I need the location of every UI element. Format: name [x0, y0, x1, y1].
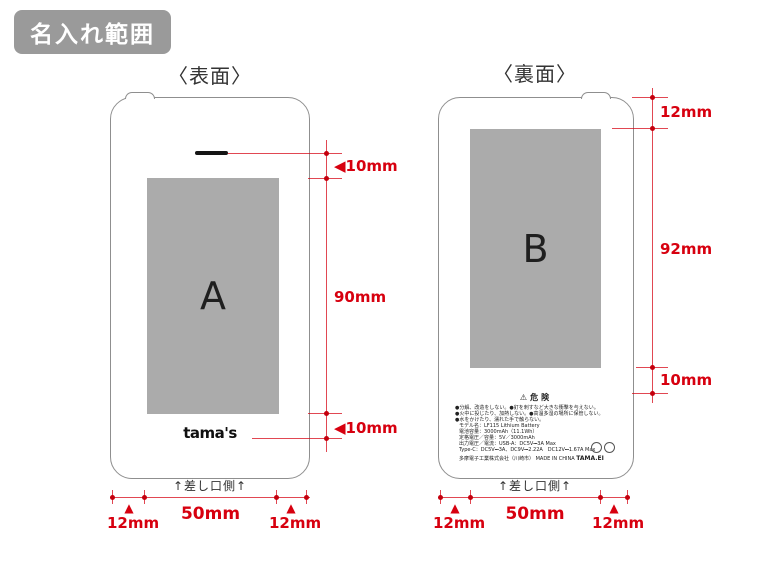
power-button-bump — [581, 92, 611, 99]
dim-dot — [625, 495, 630, 500]
page-title-badge: 名入れ範囲 — [14, 10, 171, 54]
dim-dot — [274, 495, 279, 500]
danger-heading: ⚠危険 — [519, 393, 553, 402]
back-socket-side-note: ↑差し口側↑ — [497, 479, 573, 493]
front-view-title: 〈表面〉 — [168, 64, 252, 88]
back-margin-right-label: 12mm — [592, 514, 645, 532]
front-margin-right-label: 12mm — [269, 514, 322, 532]
dim-dot — [110, 495, 115, 500]
back-vertical-dim-line — [652, 88, 653, 403]
up-triangle-icon: ▲ — [450, 501, 460, 515]
spec-line: 出力電圧／電流：USB-A：DC5V⎓3A Max — [459, 441, 556, 447]
dim-dot — [142, 495, 147, 500]
caution-line: ●水をかけたり、濡れた手で触らない。 — [455, 417, 545, 423]
back-width-label: 50mm — [505, 504, 565, 524]
back-device-outline: B ⚠危険 ●分解、改造をしない。●釘を刺すなど大きな衝撃を与えない。 ●火中に… — [438, 92, 634, 479]
back-bottom-dim-line — [438, 497, 630, 498]
certification-marks — [591, 442, 615, 453]
up-triangle-icon: ▲ — [609, 501, 619, 515]
front-dim-height-label: 90mm — [334, 288, 387, 306]
dim-dot — [468, 495, 473, 500]
up-triangle-icon: ▲ — [124, 501, 134, 515]
back-view-title: 〈裏面〉 — [493, 62, 577, 86]
maker-line: 多摩電子工業株式会社（川崎市） MADE IN CHINA TAMA.EI — [459, 455, 617, 463]
back-dim-top-label: 12mm — [660, 103, 713, 121]
back-dim-height-label: 92mm — [660, 240, 713, 258]
warning-spec-label: ⚠危険 ●分解、改造をしない。●釘を刺すなど大きな衝撃を与えない。 ●火中に投じ… — [455, 392, 617, 463]
dim-dot — [650, 95, 655, 100]
spec-line: 電池容量：3000mAh（11.1Wh） — [459, 429, 538, 435]
front-margin-left-label: 12mm — [107, 514, 160, 532]
caution-line: ●火中に投じたり、加熱しない。●高温多湿の場所に保管しない。 — [455, 411, 604, 417]
dim-dot — [324, 411, 329, 416]
spec-line: モデル名：LF115 Lithium Battery — [459, 423, 540, 429]
back-margin-left-label: 12mm — [433, 514, 486, 532]
dim-dot — [598, 495, 603, 500]
front-area-label: A — [200, 274, 226, 318]
caution-line: ●分解、改造をしない。●釘を刺すなど大きな衝撃を与えない。 — [455, 405, 599, 411]
maker-text: 多摩電子工業株式会社（川崎市） MADE IN CHINA — [459, 456, 575, 462]
spec-line: Type-C：DC5V⎓3A、DC9V⎓2.22A DC12V⎓1.67A Ma… — [459, 447, 596, 453]
brand-mark: TAMA.EI — [576, 455, 604, 462]
front-device-outline: A tama's — [110, 92, 310, 479]
front-ext-line-logo — [252, 438, 342, 439]
li-ion-recycle-icon — [604, 442, 615, 453]
back-ext-line-area-top — [612, 128, 668, 129]
front-ext-line-ledbar — [228, 153, 342, 154]
front-socket-side-note: ↑差し口側↑ — [172, 479, 248, 493]
spec-line: 定格電圧／容量：5V／3000mAh — [459, 435, 535, 441]
front-dim-bottom-label: ◀10mm — [334, 419, 398, 437]
dim-dot — [324, 436, 329, 441]
back-print-area: B — [470, 129, 601, 368]
dim-dot — [324, 151, 329, 156]
back-dim-bottom-label: 10mm — [660, 371, 713, 389]
led-indicator-bar — [195, 151, 228, 155]
front-bottom-dim-line — [110, 497, 310, 498]
dim-dot — [650, 126, 655, 131]
dim-dot — [324, 176, 329, 181]
front-print-area: A — [147, 178, 279, 414]
power-button-bump — [125, 92, 155, 99]
dim-dot — [304, 495, 309, 500]
back-area-label: B — [522, 226, 549, 271]
up-triangle-icon: ▲ — [286, 501, 296, 515]
front-width-label: 50mm — [180, 504, 241, 524]
dim-dot — [650, 391, 655, 396]
front-vertical-dim-line — [326, 140, 327, 452]
pse-mark-icon — [591, 442, 602, 453]
dim-dot — [438, 495, 443, 500]
front-dim-top-label: ◀10mm — [334, 157, 398, 175]
dim-dot — [650, 365, 655, 370]
tamas-logo: tama's — [183, 424, 237, 442]
